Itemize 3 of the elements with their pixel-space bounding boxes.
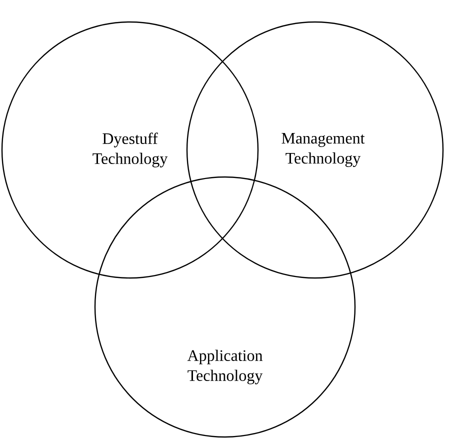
circle-label: Dyestuff Technology <box>92 132 168 168</box>
circle-label: Management Technology <box>282 133 365 167</box>
circle-label: Application Technology <box>187 350 263 384</box>
